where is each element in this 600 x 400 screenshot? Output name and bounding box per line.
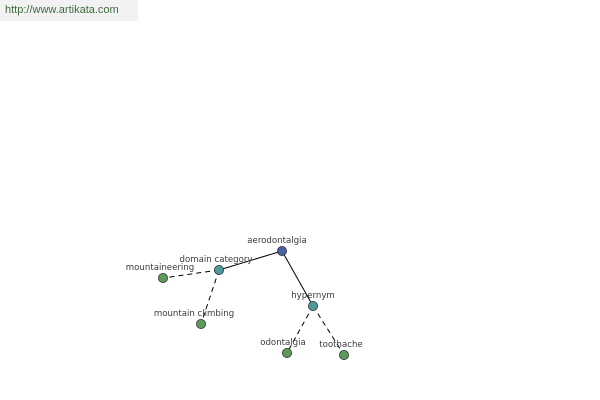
edge-aerodontalgia-to-hypernym (281, 250, 314, 307)
edge-domain-category-to-mountaineering (162, 269, 220, 279)
node-aerodontalgia[interactable]: aerodontalgia (247, 236, 307, 256)
node-marker-hypernym[interactable] (307, 300, 318, 311)
node-label-hypernym: hypernym (291, 291, 335, 301)
edges-layer (162, 250, 345, 356)
node-label-mountain-climbing: mountain climbing (154, 309, 234, 319)
node-odontalgia[interactable]: odontalgia (260, 338, 306, 358)
node-label-mountaineering: mountaineering (126, 263, 194, 273)
nodes-layer: aerodontalgia domain category hypernym moun… (126, 236, 363, 360)
node-label-odontalgia: odontalgia (260, 338, 306, 348)
node-marker-domain-category[interactable] (213, 264, 224, 275)
node-mountain-climbing[interactable]: mountain climbing (154, 309, 234, 329)
node-domain-category[interactable]: domain category (180, 255, 253, 275)
node-label-aerodontalgia: aerodontalgia (247, 236, 306, 246)
node-marker-odontalgia[interactable] (281, 347, 292, 358)
edge-aerodontalgia-to-domain-category (218, 250, 283, 271)
node-marker-toothache[interactable] (338, 349, 349, 360)
node-marker-aerodontalgia[interactable] (276, 245, 287, 256)
node-marker-mountain-climbing[interactable] (195, 318, 206, 329)
node-marker-mountaineering[interactable] (157, 272, 168, 283)
node-label-toothache: toothache (319, 340, 362, 350)
node-mountaineering[interactable]: mountaineering (126, 263, 194, 283)
edge-domain-category-to-mountain-climbing (200, 269, 220, 325)
node-label-domain-category: domain category (180, 255, 253, 265)
node-toothache[interactable]: toothache (319, 340, 363, 360)
source-url-banner[interactable]: http://www.artikata.com (0, 0, 138, 21)
node-hypernym[interactable]: hypernym (291, 291, 335, 311)
edge-hypernym-to-toothache (312, 305, 345, 356)
